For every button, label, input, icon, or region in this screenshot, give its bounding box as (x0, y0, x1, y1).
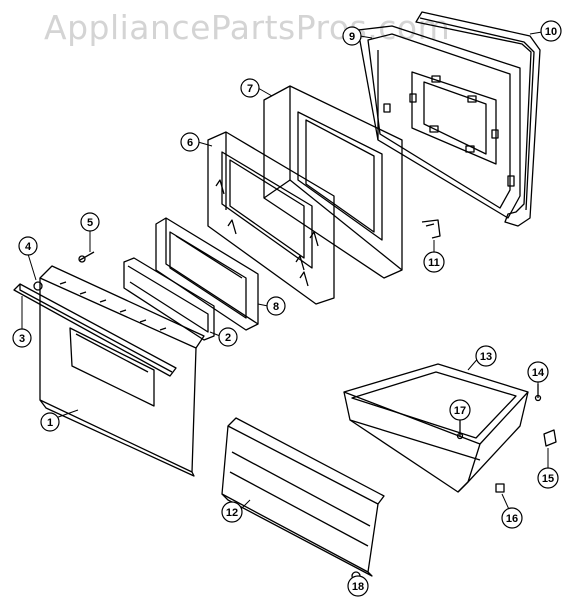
part-10-door-gasket (415, 11, 541, 227)
callout-16[interactable]: 16 (501, 507, 523, 529)
callout-9[interactable]: 9 (342, 26, 362, 46)
callout-17[interactable]: 17 (449, 399, 471, 421)
callout-16-label: 16 (506, 513, 518, 525)
callout-10[interactable]: 10 (540, 20, 562, 42)
callout-18-label: 18 (352, 581, 364, 593)
part-17-screw (456, 420, 464, 440)
part-2-glass (123, 257, 215, 341)
callout-18[interactable]: 18 (347, 575, 369, 597)
callout-6-label: 6 (187, 137, 193, 149)
callout-10-label: 10 (545, 26, 557, 38)
part-13-drawer (343, 363, 529, 493)
part-4-end-cap (33, 281, 43, 291)
part-1-outer-door (39, 265, 205, 477)
part-15-bracket (543, 429, 557, 447)
callout-3-label: 3 (19, 333, 25, 345)
part-7-door-liner (263, 85, 403, 279)
callout-7-label: 7 (247, 83, 253, 95)
callout-5[interactable]: 5 (80, 212, 100, 232)
part-5-screw (78, 251, 95, 263)
callout-2-label: 2 (225, 332, 231, 344)
part-11-clip (421, 219, 441, 239)
part-16-glide (495, 483, 505, 493)
callout-17-label: 17 (454, 405, 466, 417)
callout-7[interactable]: 7 (240, 78, 260, 98)
callout-13-label: 13 (480, 351, 492, 363)
callout-8-label: 8 (273, 301, 279, 313)
callout-8[interactable]: 8 (266, 296, 286, 316)
part-14-screw (534, 384, 542, 402)
callout-15[interactable]: 15 (537, 467, 559, 489)
part-6-door-panel (207, 131, 335, 305)
part-9-inner-door-frame (357, 25, 521, 219)
callout-1[interactable]: 1 (40, 412, 60, 432)
callout-6[interactable]: 6 (180, 132, 200, 152)
callout-15-label: 15 (542, 473, 554, 485)
callout-group: 1 2 3 4 5 6 7 8 9 10 11 12 13 14 15 16 1… (12, 20, 562, 597)
callout-1-label: 1 (47, 417, 53, 429)
callout-4[interactable]: 4 (18, 236, 38, 256)
callout-12[interactable]: 12 (221, 501, 243, 523)
callout-9-label: 9 (349, 31, 355, 43)
callout-4-label: 4 (25, 241, 32, 253)
callout-14[interactable]: 14 (527, 361, 549, 383)
callout-12-label: 12 (226, 507, 238, 519)
part-3-door-handle (13, 283, 177, 377)
part-12-drawer-front (221, 417, 385, 577)
callout-2[interactable]: 2 (218, 327, 238, 347)
part-8-window-pack (155, 217, 259, 331)
callout-5-label: 5 (87, 217, 93, 229)
callout-14-label: 14 (532, 367, 545, 379)
callout-13[interactable]: 13 (475, 345, 497, 367)
callout-3[interactable]: 3 (12, 328, 32, 348)
callout-11[interactable]: 11 (423, 251, 445, 273)
callout-11-label: 11 (428, 257, 440, 269)
